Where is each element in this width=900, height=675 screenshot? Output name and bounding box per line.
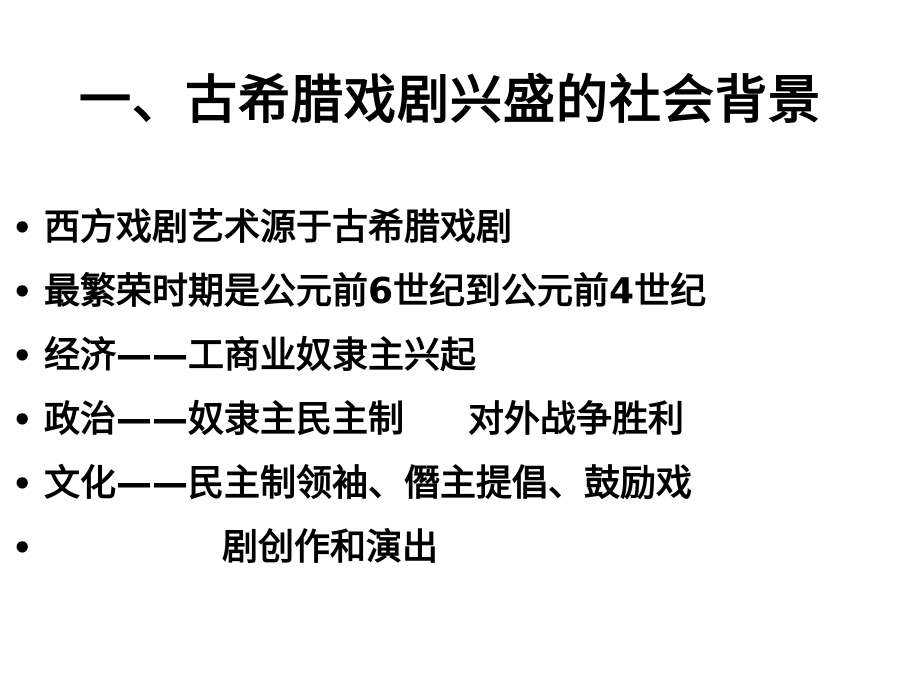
bullet-text: 西方戏剧艺术源于古希腊戏剧 [44, 207, 513, 248]
bullet-item: • 西方戏剧艺术源于古希腊戏剧 [0, 196, 900, 260]
bullet-item: • 经济——工商业奴隶主兴起 [0, 324, 900, 388]
bullet-text: 剧创作和演出 [222, 527, 439, 568]
bullet-text-continuation: 剧创作和演出 [44, 516, 438, 580]
bullet-icon: • [12, 529, 33, 567]
bullet-icon: • [12, 337, 33, 375]
bullet-text-politics: 政治——奴隶主民主制 [44, 399, 405, 440]
bullet-icon: • [12, 273, 33, 311]
bullet-item: • 政治——奴隶主民主制 对外战争胜利 [0, 388, 900, 452]
bullet-icon: • [12, 209, 33, 247]
bullet-list: • 西方戏剧艺术源于古希腊戏剧 • 最繁荣时期是公元前6世纪到公元前4世纪 • … [0, 196, 900, 580]
bullet-icon: • [12, 465, 33, 503]
bullet-item: • 文化——民主制领袖、僭主提倡、鼓励戏 [0, 452, 900, 516]
bullet-text-war: 对外战争胜利 [468, 399, 685, 440]
bullet-text: 最繁荣时期是公元前6世纪到公元前4世纪 [44, 271, 707, 312]
bullet-text: 经济——工商业奴隶主兴起 [44, 335, 477, 376]
bullet-text: 文化——民主制领袖、僭主提倡、鼓励戏 [44, 463, 693, 504]
bullet-item: • 剧创作和演出 [0, 516, 900, 580]
bullet-item: • 最繁荣时期是公元前6世纪到公元前4世纪 [0, 260, 900, 324]
bullet-icon: • [12, 401, 33, 439]
slide-title: 一、古希腊戏剧兴盛的社会背景 [78, 71, 821, 131]
bullet-text: 政治——奴隶主民主制 对外战争胜利 [44, 388, 684, 452]
